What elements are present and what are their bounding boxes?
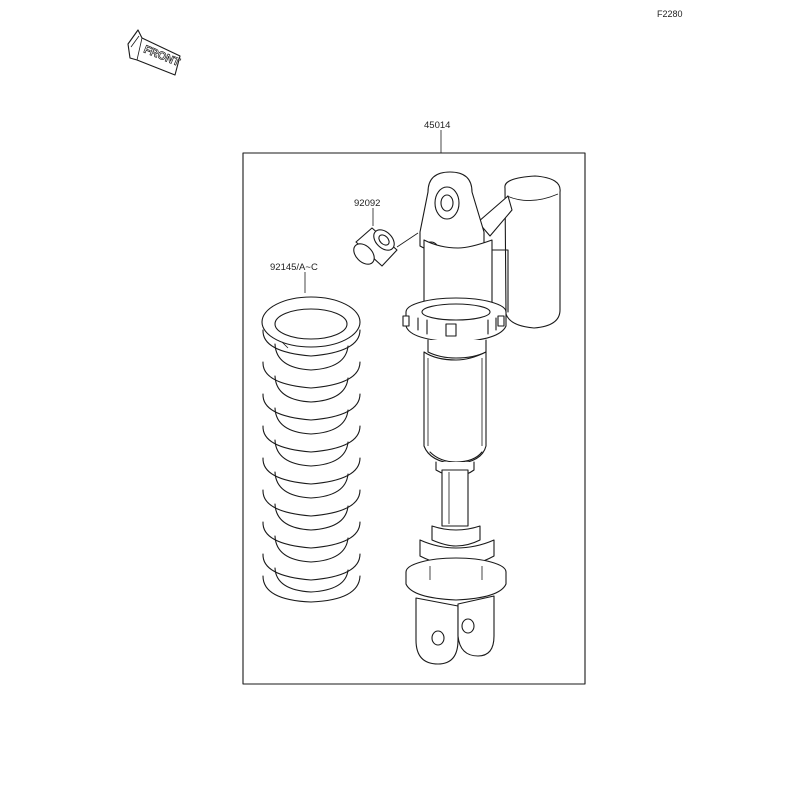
part-label-collar: 92092 xyxy=(354,198,381,209)
coil-spring-icon xyxy=(261,296,361,603)
shock-absorber-icon xyxy=(402,171,561,665)
figure-code: F2280 xyxy=(657,9,683,19)
part-label-shock-absorber: 45014 xyxy=(424,120,451,131)
collar-icon xyxy=(353,227,419,267)
front-arrow-icon: FRONT xyxy=(127,29,182,76)
part-label-spring: 92145/A~C xyxy=(270,262,318,273)
assembly-frame xyxy=(242,152,586,685)
